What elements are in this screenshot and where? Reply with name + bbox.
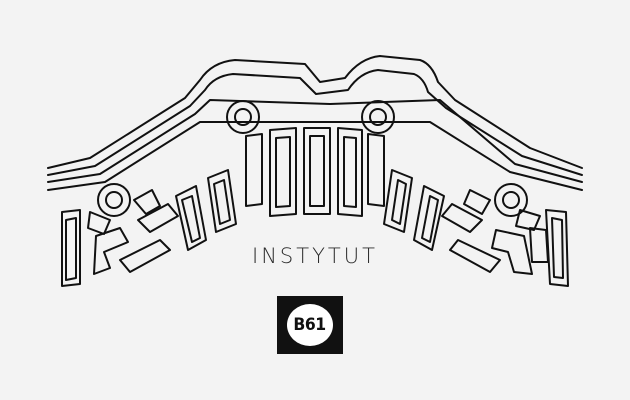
- medallion-left: [105, 191, 123, 209]
- b61-badge: B61: [277, 296, 343, 354]
- roof-outline-outer: [47, 55, 583, 169]
- badge-label: B61: [293, 315, 327, 335]
- wordmark-instytut: INSTYTUT: [252, 244, 378, 268]
- medallion-center-left: [234, 108, 252, 126]
- medallion-right-outer: [494, 183, 528, 217]
- medallion-right: [502, 191, 520, 209]
- medallion-left-outer: [97, 183, 131, 217]
- roof-outline-inner: [47, 99, 583, 183]
- medallion-center-left-outer: [226, 100, 260, 134]
- roof-outline-base: [47, 121, 583, 191]
- medallion-center-right-outer: [361, 100, 395, 134]
- facade-glyphs: [61, 127, 569, 287]
- medallion-center-right: [369, 108, 387, 126]
- roof-outline-mid: [47, 69, 583, 176]
- badge-circle: B61: [287, 304, 333, 346]
